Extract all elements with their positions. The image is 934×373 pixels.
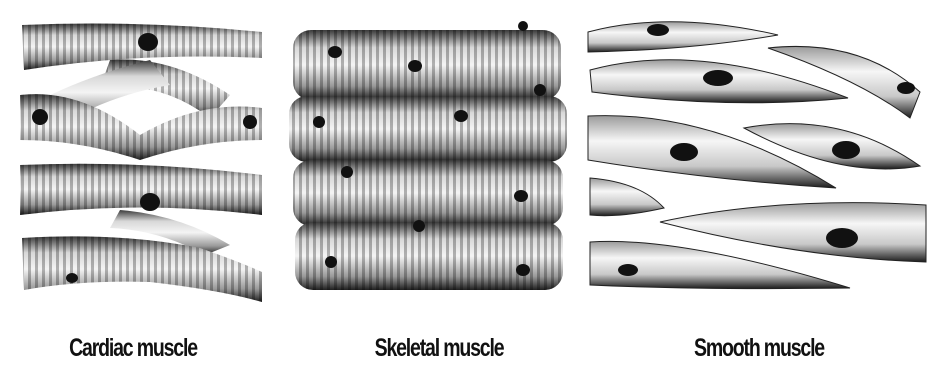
cardiac-label: Cardiac muscle [51, 330, 215, 366]
cardiac-fibers [20, 24, 262, 302]
skeletal-nucleus [341, 166, 353, 178]
cardiac-nucleus [32, 109, 48, 125]
skeletal-nucleus [413, 220, 425, 232]
skeletal-nucleus [518, 21, 528, 31]
smooth-panel [580, 0, 934, 325]
skeletal-nucleus [325, 256, 337, 268]
smooth-nucleus [832, 141, 860, 159]
cardiac-nucleus [140, 193, 160, 211]
smooth-label: Smooth muscle [677, 330, 841, 366]
smooth-cell [588, 22, 778, 52]
skeletal-nucleus [454, 110, 468, 122]
smooth-nucleus [703, 70, 733, 86]
smooth-nucleus [826, 228, 858, 248]
cardiac-illustration [0, 0, 290, 325]
cardiac-nucleus [138, 33, 158, 51]
smooth-nucleus [618, 264, 638, 276]
skeletal-nucleus [328, 46, 342, 58]
skeletal-nucleus [514, 190, 528, 202]
skeletal-nucleus [516, 264, 530, 276]
cardiac-nucleus [243, 115, 257, 129]
smooth-illustration [580, 0, 934, 325]
smooth-cells [588, 22, 926, 289]
smooth-nucleus [670, 143, 698, 161]
skeletal-label: Skeletal muscle [349, 330, 528, 366]
cardiac-nucleus [66, 273, 78, 283]
skeletal-nucleus [408, 60, 422, 72]
skeletal-fibers [289, 30, 567, 290]
skeletal-illustration [285, 0, 575, 325]
smooth-nucleus [647, 24, 669, 36]
cardiac-panel [0, 0, 290, 325]
smooth-cell [590, 178, 664, 216]
smooth-nucleus [897, 82, 915, 94]
skeletal-panel [285, 0, 575, 325]
skeletal-nucleus [534, 84, 546, 96]
skeletal-nucleus [313, 116, 325, 128]
